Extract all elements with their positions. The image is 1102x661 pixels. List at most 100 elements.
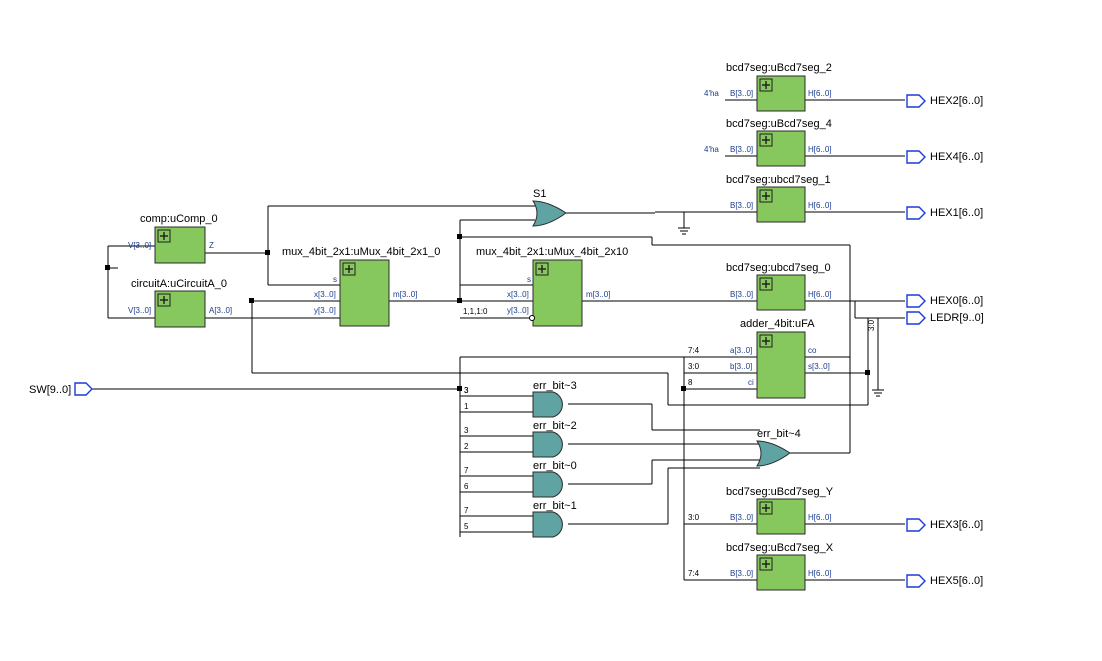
bcd2-module[interactable]: bcd7seg:uBcd7seg_2 B[3..0] H[6..0] 4'ha — [704, 62, 832, 112]
svg-text:2: 2 — [464, 442, 469, 451]
bcdX-module[interactable]: bcd7seg:uBcd7seg_X B[3..0] H[6..0] — [726, 542, 834, 591]
comp-title: comp:uComp_0 — [140, 213, 218, 225]
bcd4-port-h: H[6..0] — [808, 145, 832, 154]
circuitA-port-a: A[3..0] — [209, 306, 232, 315]
bcd4-const: 4'ha — [704, 145, 719, 154]
err3-and-gate[interactable]: err_bit~3 3 1 — [464, 380, 577, 418]
hex4-output-pin[interactable]: HEX4[6..0] — [906, 150, 983, 164]
bcd4-title: bcd7seg:uBcd7seg_4 — [726, 118, 832, 130]
svg-text:7: 7 — [464, 506, 469, 515]
bcd4-port-b: B[3..0] — [730, 145, 753, 154]
bcd2-port-b: B[3..0] — [730, 89, 753, 98]
err0-and-gate[interactable]: err_bit~0 7 6 — [464, 460, 577, 498]
sw-input-pin[interactable]: SW[9..0] — [29, 382, 93, 396]
adder-ci-slice: 8 — [688, 378, 693, 387]
mux10-port-m: m[3..0] — [586, 290, 610, 299]
wires — [92, 99, 905, 581]
mux10-port-y: y[3..0] — [507, 306, 529, 315]
bcdY-title: bcd7seg:uBcd7seg_Y — [726, 486, 834, 498]
bcd0-port-b: B[3..0] — [730, 290, 753, 299]
bcd2-port-h: H[6..0] — [808, 89, 832, 98]
expand-icon[interactable] — [342, 262, 356, 276]
adder-a-slice: 7:4 — [688, 346, 700, 355]
hex3-output-pin[interactable]: HEX3[6..0] — [906, 518, 983, 532]
svg-text:HEX1[6..0]: HEX1[6..0] — [930, 207, 983, 219]
svg-text:1: 1 — [464, 402, 469, 411]
hex1-output-pin[interactable]: HEX1[6..0] — [906, 206, 983, 220]
svg-text:LEDR[9..0]: LEDR[9..0] — [930, 312, 984, 324]
expand-icon[interactable] — [759, 334, 773, 348]
bcdX-port-h: H[6..0] — [808, 569, 832, 578]
mux0-title: mux_4bit_2x1:uMux_4bit_2x1_0 — [282, 246, 440, 258]
ground-icon — [678, 227, 690, 235]
expand-icon[interactable] — [759, 133, 773, 147]
svg-text:HEX2[6..0]: HEX2[6..0] — [930, 95, 983, 107]
expand-icon[interactable] — [759, 501, 773, 515]
mux10-y-const: 1,1,1:0 — [463, 307, 488, 316]
adder-port-s: s[3..0] — [808, 362, 830, 371]
expand-icon[interactable] — [535, 262, 549, 276]
err3-label: err_bit~3 — [533, 380, 577, 392]
bcd1-port-b: B[3..0] — [730, 201, 753, 210]
hex0-output-pin[interactable]: HEX0[6..0] — [906, 294, 983, 308]
bcd1-port-h: H[6..0] — [808, 201, 832, 210]
expand-icon[interactable] — [759, 189, 773, 203]
svg-text:HEX5[6..0]: HEX5[6..0] — [930, 575, 983, 587]
err2-label: err_bit~2 — [533, 420, 577, 432]
err2-and-gate[interactable]: err_bit~2 3 2 — [464, 420, 577, 458]
mux0-port-x: x[3..0] — [314, 290, 336, 299]
bcdY-port-h: H[6..0] — [808, 513, 832, 522]
svg-text:3: 3 — [464, 426, 469, 435]
svg-text:HEX3[6..0]: HEX3[6..0] — [930, 519, 983, 531]
bcdY-module[interactable]: bcd7seg:uBcd7seg_Y B[3..0] H[6..0] — [726, 486, 834, 535]
bcd0-title: bcd7seg:ubcd7seg_0 — [726, 262, 831, 274]
svg-text:HEX0[6..0]: HEX0[6..0] — [930, 295, 983, 307]
mux0-port-y: y[3..0] — [314, 306, 336, 315]
mux10-title: mux_4bit_2x1:uMux_4bit_2x10 — [476, 246, 628, 258]
ground-icon — [872, 385, 884, 397]
circuitA-module[interactable]: circuitA:uCircuitA_0 V[3..0] A[3..0] — [128, 278, 232, 328]
expand-icon[interactable] — [157, 229, 171, 243]
hex5-output-pin[interactable]: HEX5[6..0] — [906, 574, 983, 588]
expand-icon[interactable] — [157, 293, 171, 307]
err1-and-gate[interactable]: err_bit~1 7 5 — [464, 500, 577, 538]
mux0-port-s: s — [333, 275, 337, 284]
mux0-module[interactable]: mux_4bit_2x1:uMux_4bit_2x1_0 s x[3..0] y… — [282, 246, 440, 327]
circuitA-port-v: V[3..0] — [128, 306, 151, 315]
adder-port-ci: ci — [748, 378, 754, 387]
err4-or-gate[interactable]: err_bit~4 — [756, 428, 801, 467]
err4-label: err_bit~4 — [757, 428, 801, 440]
sw-bit3: 3 — [464, 386, 469, 395]
mux10-port-x: x[3..0] — [507, 290, 529, 299]
mux10-port-s: s — [527, 275, 531, 284]
err0-label: err_bit~0 — [533, 460, 577, 472]
svg-text:HEX4[6..0]: HEX4[6..0] — [930, 151, 983, 163]
comp-module[interactable]: comp:uComp_0 V[3..0] Z — [128, 213, 218, 264]
adder-module[interactable]: adder_4bit:uFA a[3..0] b[3..0] ci co s[3… — [730, 318, 830, 399]
adder-port-co: co — [808, 346, 817, 355]
expand-icon[interactable] — [759, 277, 773, 291]
junction-dots — [105, 234, 870, 391]
expand-icon[interactable] — [759, 78, 773, 92]
hex2-output-pin[interactable]: HEX2[6..0] — [906, 94, 983, 108]
bcd0-port-h: H[6..0] — [808, 290, 832, 299]
bcd0-module[interactable]: bcd7seg:ubcd7seg_0 B[3..0] H[6..0] — [726, 262, 832, 311]
svg-text:3: 3 — [464, 386, 469, 395]
bcd4-module[interactable]: bcd7seg:uBcd7seg_4 B[3..0] H[6..0] 4'ha — [704, 118, 832, 167]
adder-port-a: a[3..0] — [730, 346, 752, 355]
bcd1-module[interactable]: bcd7seg:ubcd7seg_1 B[3..0] H[6..0] — [726, 174, 832, 223]
comp-port-z: Z — [209, 241, 214, 250]
bcdX-port-b: B[3..0] — [730, 569, 753, 578]
svg-text:7: 7 — [464, 466, 469, 475]
mux0-port-m: m[3..0] — [393, 290, 417, 299]
mux10-module[interactable]: mux_4bit_2x1:uMux_4bit_2x10 s x[3..0] y[… — [476, 246, 628, 327]
svg-text:6: 6 — [464, 482, 469, 491]
ledr-output-pin[interactable]: LEDR[9..0] — [906, 311, 984, 325]
s1-or-gate[interactable]: S1 — [532, 188, 567, 227]
comp-port-v: V[3..0] — [128, 241, 151, 250]
expand-icon[interactable] — [759, 557, 773, 571]
bcdX-title: bcd7seg:uBcd7seg_X — [726, 542, 834, 554]
ledr-slice: 3:0 — [867, 319, 876, 331]
bcdY-slice: 3:0 — [688, 513, 700, 522]
